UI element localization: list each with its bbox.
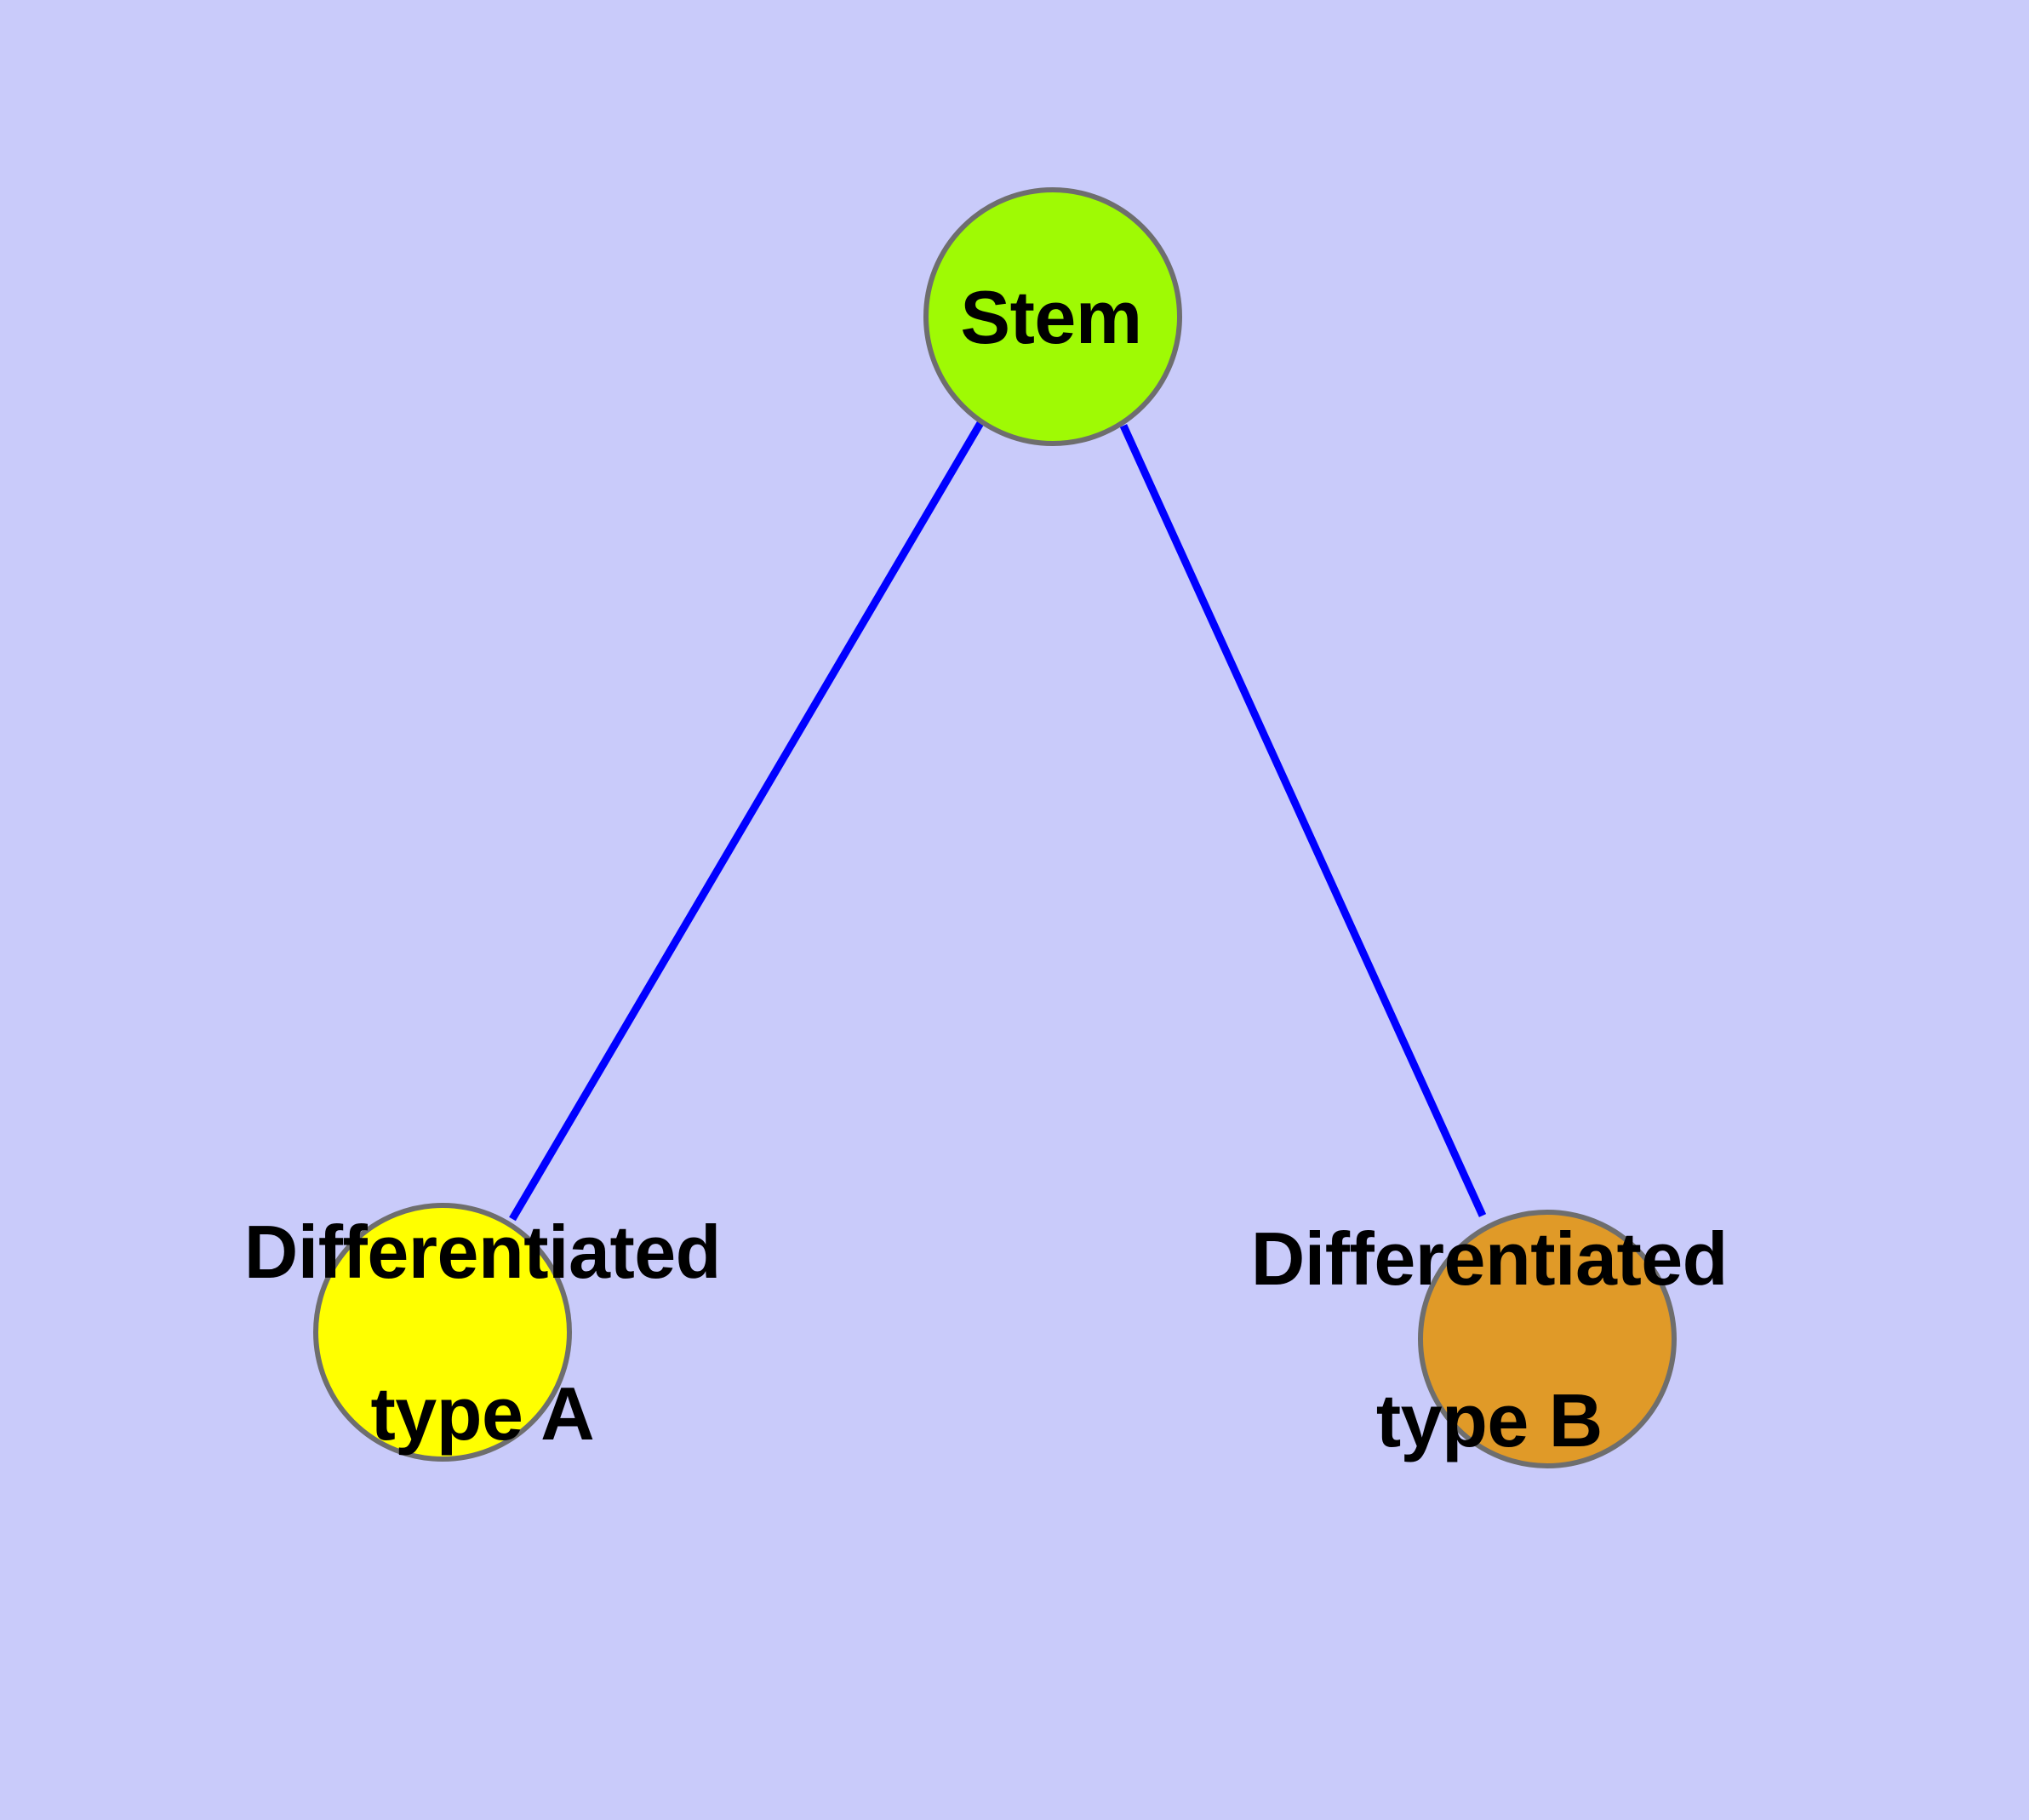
node-differentiated-type-a[interactable] — [313, 1203, 572, 1462]
node-stem[interactable] — [923, 187, 1182, 446]
edge-stem-to-differentiated-type-a — [509, 421, 984, 1222]
edge-stem-to-differentiated-type-b — [1119, 424, 1487, 1217]
node-differentiated-type-b[interactable] — [1418, 1210, 1677, 1468]
